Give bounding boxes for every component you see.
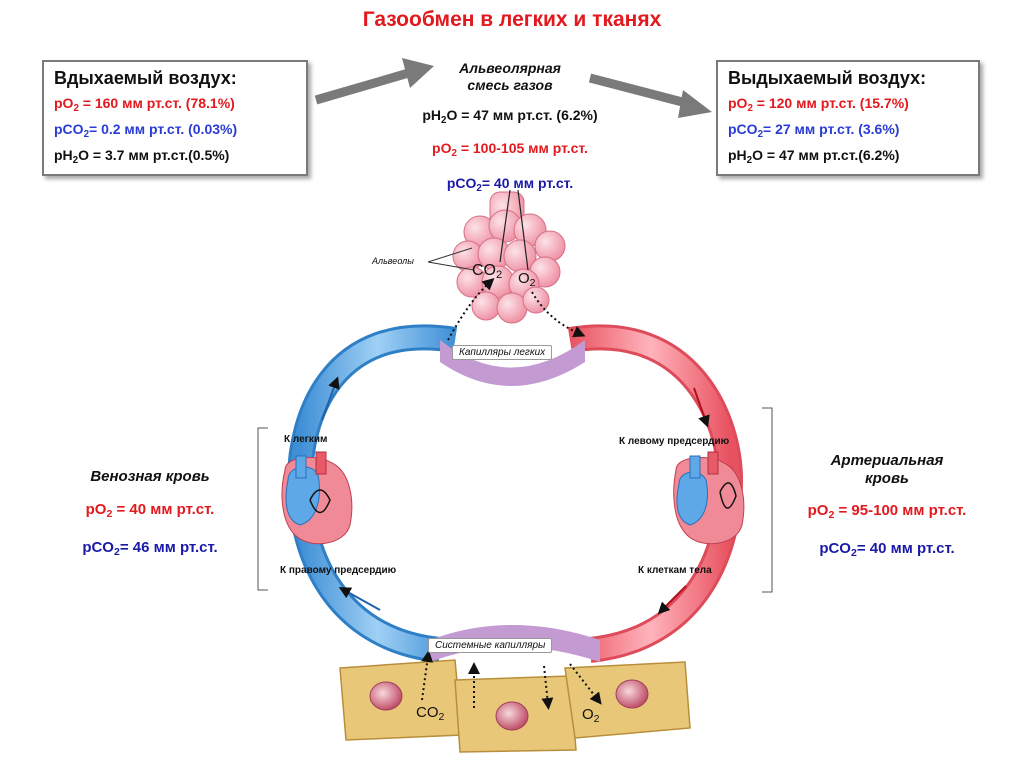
o2-label-tissue: O2 bbox=[582, 706, 600, 725]
page-title: Газообмен в легких и тканях bbox=[362, 8, 662, 31]
arterial-heading-1: Артериальная bbox=[830, 452, 944, 469]
exhaled-pco2: pCO2= 27 мм рт.ст. (3.6%) bbox=[728, 121, 900, 140]
arterial-po2: pO2 = 95-100 мм рт.ст. bbox=[807, 502, 967, 521]
alveolar-ph2o: pH2O = 47 мм рт.ст. (6.2%) bbox=[422, 107, 598, 126]
to-body-cells-label: К клеткам тела bbox=[638, 565, 712, 576]
exhale-arrow bbox=[588, 73, 712, 118]
lung-capillaries-label: Капилляры легких bbox=[452, 345, 553, 360]
inhaled-pco2: pCO2= 0.2 мм рт.ст. (0.03%) bbox=[54, 121, 238, 140]
venous-pco2: pCO2= 46 мм рт.ст. bbox=[82, 539, 218, 558]
alveolar-heading-2: смесь газов bbox=[467, 77, 553, 93]
co2-label-lungs: CO2 bbox=[472, 262, 503, 281]
o2-diffusion-arrow-tissue-1 bbox=[541, 665, 554, 710]
alveolar-mixture: Альвеолярная смесь газов pH2O = 47 мм рт… bbox=[380, 60, 640, 204]
co2-diffusion-arrow-lungs bbox=[447, 277, 495, 341]
systemic-capillaries-label: Системные капилляры bbox=[428, 638, 553, 653]
venous-heading: Венозная кровь bbox=[90, 468, 210, 485]
alveoli-cluster bbox=[452, 191, 566, 324]
arterial-heading-2: кровь bbox=[865, 470, 909, 487]
exhaled-po2: pO2 = 120 мм рт.ст. (15.7%) bbox=[728, 95, 909, 114]
exhaled-air-box: Выдыхаемый воздух: pO2 = 120 мм рт.ст. (… bbox=[716, 60, 980, 176]
alveolar-heading-1: Альвеолярная bbox=[459, 60, 561, 76]
venous-po2: pO2 = 40 мм рт.ст. bbox=[85, 501, 215, 520]
alveoli-label: Альвеолы bbox=[372, 256, 414, 266]
o2-diffusion-arrow-lungs bbox=[531, 291, 586, 338]
heart-left-icon bbox=[281, 451, 353, 545]
inhaled-air-box: Вдыхаемый воздух: pO2 = 160 мм рт.ст. (7… bbox=[42, 60, 308, 176]
heart-right-icon bbox=[673, 451, 745, 545]
alveolar-pco2: pCO2= 40 мм рт.ст. bbox=[446, 175, 574, 194]
inhaled-ph2o: pH2O = 3.7 мм рт.ст.(0.5%) bbox=[54, 147, 230, 166]
exhaled-heading: Выдыхаемый воздух: bbox=[728, 68, 927, 88]
venous-blood-panel: Венозная кровь pO2 = 40 мм рт.ст. pCO2= … bbox=[50, 468, 250, 563]
venous-flow-arrow-left bbox=[338, 587, 381, 611]
arterial-flow-arrow-down bbox=[693, 387, 710, 428]
to-left-atrium-label: К левому предсердию bbox=[619, 436, 730, 447]
venous-flow-arrow-up bbox=[321, 376, 340, 421]
inhale-arrow bbox=[314, 58, 434, 105]
o2-label-lungs: O2 bbox=[518, 270, 536, 289]
lung-capillary-bed bbox=[440, 340, 585, 386]
arterial-flow-arrow-left bbox=[657, 585, 687, 615]
exhaled-ph2o: pH2O = 47 мм рт.ст.(6.2%) bbox=[728, 147, 900, 166]
to-right-atrium-label: К правому предсердию bbox=[280, 565, 397, 576]
tissue-cells bbox=[339, 659, 691, 753]
inhaled-heading: Вдыхаемый воздух: bbox=[54, 68, 237, 88]
to-lungs-label: К легким bbox=[284, 434, 328, 445]
co2-label-tissue: CO2 bbox=[416, 704, 445, 723]
inhaled-po2: pO2 = 160 мм рт.ст. (78.1%) bbox=[54, 95, 235, 114]
arterial-pco2: pCO2= 40 мм рт.ст. bbox=[819, 540, 955, 559]
alveolar-po2: pO2 = 100-105 мм рт.ст. bbox=[432, 140, 588, 159]
arterial-blood-panel: Артериальная кровь pO2 = 95-100 мм рт.ст… bbox=[782, 452, 992, 564]
